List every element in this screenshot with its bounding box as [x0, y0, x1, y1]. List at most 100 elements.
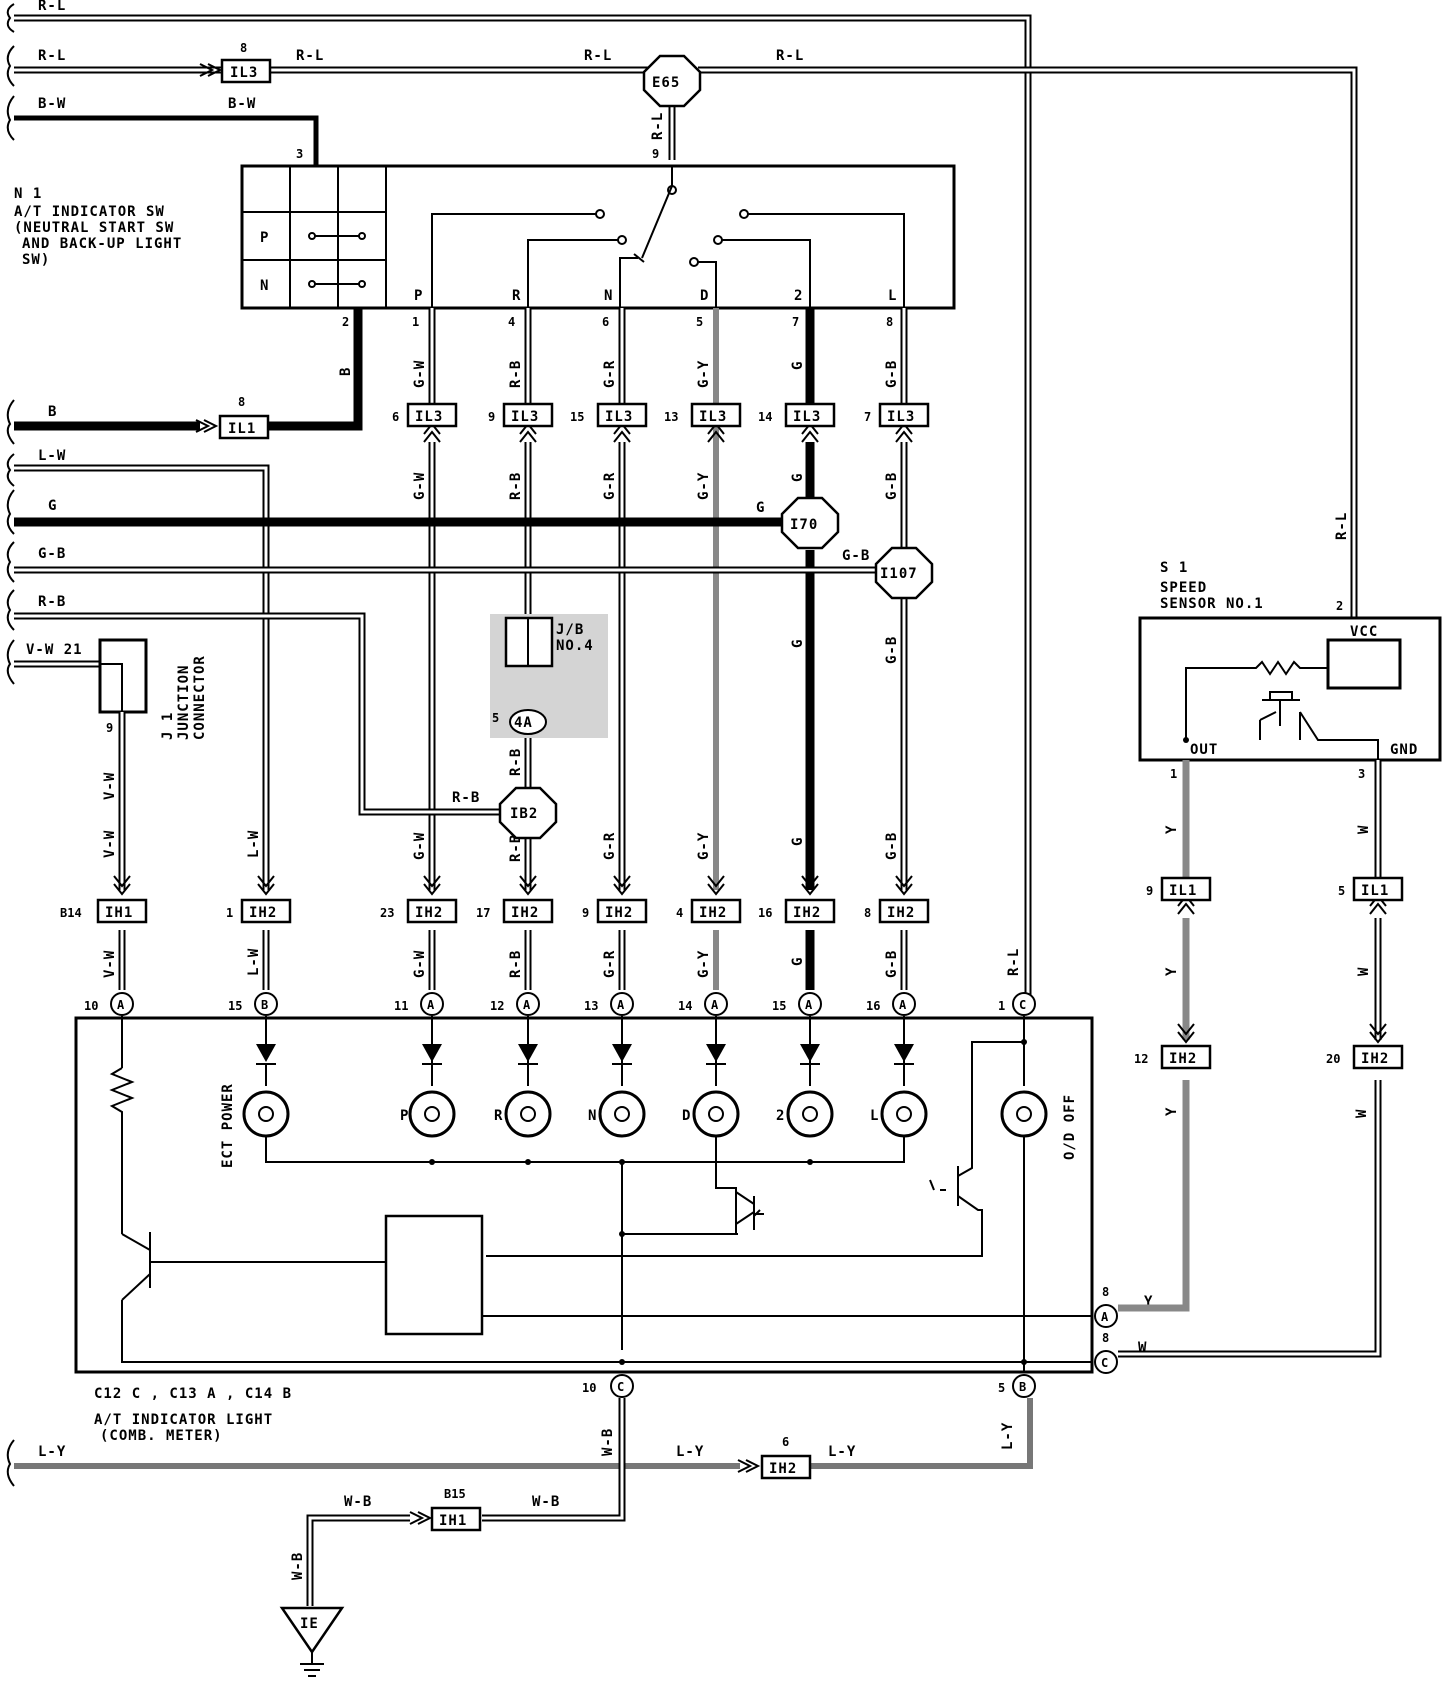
- svg-text:16: 16: [866, 999, 880, 1013]
- column-p: [423, 308, 441, 990]
- svg-text:R-B: R-B: [508, 950, 524, 978]
- column-2: [801, 308, 819, 990]
- svg-text:R-L: R-L: [38, 0, 66, 14]
- svg-text:G-Y: G-Y: [696, 360, 712, 388]
- wire-gb: G-B G-B: [14, 546, 880, 574]
- svg-text:3: 3: [296, 147, 303, 161]
- wire-rb: R-B R-B: [14, 594, 506, 816]
- svg-text:L-Y: L-Y: [1000, 1422, 1016, 1450]
- splice-i107: I107: [874, 546, 934, 600]
- svg-text:IL3: IL3: [605, 409, 633, 425]
- wire-rl-top: [14, 14, 1032, 1005]
- meter-bottom-pins: C10 B5: [582, 1374, 1036, 1398]
- svg-text:J/B: J/B: [556, 622, 584, 638]
- svg-text:IL1: IL1: [1169, 883, 1197, 899]
- svg-text:8: 8: [1102, 1285, 1109, 1299]
- wire-wb-ground: IH1 B15 W-B W-B W-B W-B: [290, 1398, 626, 1606]
- lamp-od-off: O/D OFF: [1000, 1016, 1078, 1160]
- svg-text:5: 5: [696, 315, 703, 329]
- svg-text:A: A: [899, 998, 907, 1012]
- svg-text:W: W: [1356, 967, 1372, 976]
- svg-text:P: P: [400, 1108, 409, 1124]
- svg-text:G-Y: G-Y: [696, 472, 712, 500]
- svg-text:A: A: [427, 998, 435, 1012]
- svg-text:L-Y: L-Y: [676, 1444, 704, 1460]
- left-wire-brackets: [6, 3, 15, 1487]
- svg-text:G-W: G-W: [412, 360, 428, 388]
- svg-text:1: 1: [1170, 767, 1177, 781]
- svg-text:L-Y: L-Y: [828, 1444, 856, 1460]
- svg-text:IH2: IH2: [415, 905, 443, 921]
- svg-text:9: 9: [582, 906, 589, 920]
- svg-text:V-W 21: V-W 21: [26, 642, 83, 658]
- svg-text:I107: I107: [880, 566, 918, 582]
- svg-text:P: P: [260, 230, 269, 246]
- svg-text:O/D OFF: O/D OFF: [1062, 1094, 1078, 1160]
- wire-b: IL1 8 B B: [14, 308, 363, 440]
- svg-text:4: 4: [508, 315, 515, 329]
- svg-text:IL3: IL3: [793, 409, 821, 425]
- svg-text:IH2: IH2: [605, 905, 633, 921]
- wire-bw: [14, 115, 319, 165]
- svg-text:G: G: [756, 500, 765, 516]
- lamp-l: L: [870, 1016, 928, 1138]
- svg-text:8: 8: [1102, 1331, 1109, 1345]
- svg-text:9: 9: [106, 721, 113, 735]
- column-color-labels: G-W R-B G-R G-Y G G-B G-W R-B G-R G-Y G …: [412, 360, 900, 978]
- svg-text:8: 8: [238, 395, 245, 409]
- svg-text:IH2: IH2: [887, 905, 915, 921]
- svg-text:VCC: VCC: [1350, 624, 1378, 640]
- svg-text:P: P: [414, 288, 423, 304]
- svg-text:5: 5: [492, 711, 499, 725]
- svg-text:G: G: [790, 473, 806, 482]
- svg-text:R-L: R-L: [1006, 948, 1022, 976]
- svg-text:B14: B14: [60, 906, 82, 920]
- svg-text:R-B: R-B: [508, 472, 524, 500]
- lamp-p: P: [400, 1016, 456, 1138]
- svg-text:IL3: IL3: [511, 409, 539, 425]
- svg-text:1: 1: [412, 315, 419, 329]
- svg-text:R-L: R-L: [296, 48, 324, 64]
- splice-i70: I70: [780, 496, 840, 550]
- svg-text:S 1: S 1: [1160, 560, 1188, 576]
- svg-text:A: A: [805, 998, 813, 1012]
- lamp-r: R: [494, 1016, 552, 1138]
- svg-text:D: D: [682, 1108, 691, 1124]
- lamp-2: 2: [776, 1016, 834, 1138]
- svg-text:9: 9: [488, 410, 495, 424]
- svg-text:Y: Y: [1164, 825, 1180, 834]
- svg-text:17: 17: [476, 906, 490, 920]
- svg-text:C: C: [1019, 998, 1026, 1012]
- svg-text:G-R: G-R: [602, 360, 618, 388]
- svg-text:L: L: [870, 1108, 879, 1124]
- svg-text:G-R: G-R: [602, 832, 618, 860]
- svg-text:9: 9: [652, 147, 659, 161]
- svg-text:G-W: G-W: [412, 832, 428, 860]
- svg-text:L-W: L-W: [38, 448, 66, 464]
- svg-text:6: 6: [602, 315, 609, 329]
- svg-text:8: 8: [864, 906, 871, 920]
- svg-text:G: G: [48, 498, 57, 514]
- meter-top-pins: A10 B15 A11 A12 A13 A14 A15 A16 C1: [84, 992, 1036, 1016]
- svg-text:L-Y: L-Y: [38, 1444, 66, 1460]
- svg-text:C: C: [1101, 1356, 1108, 1370]
- svg-text:G-R: G-R: [602, 950, 618, 978]
- svg-text:16: 16: [758, 906, 772, 920]
- svg-text:5: 5: [1338, 884, 1345, 898]
- svg-text:8: 8: [886, 315, 893, 329]
- svg-text:G-Y: G-Y: [696, 950, 712, 978]
- svg-text:C: C: [617, 1380, 624, 1394]
- svg-text:ECT POWER: ECT POWER: [220, 1083, 236, 1168]
- svg-text:R: R: [512, 288, 521, 304]
- svg-text:L-W: L-W: [246, 830, 262, 858]
- svg-text:8: 8: [240, 41, 247, 55]
- svg-text:I70: I70: [790, 517, 818, 533]
- svg-text:R-L: R-L: [776, 48, 804, 64]
- svg-text:G-B: G-B: [884, 360, 900, 388]
- svg-text:N: N: [588, 1108, 597, 1124]
- meter-block: [74, 1016, 1094, 1374]
- svg-text:R-L: R-L: [1334, 512, 1350, 540]
- svg-text:IL3: IL3: [415, 409, 443, 425]
- svg-text:A: A: [711, 998, 719, 1012]
